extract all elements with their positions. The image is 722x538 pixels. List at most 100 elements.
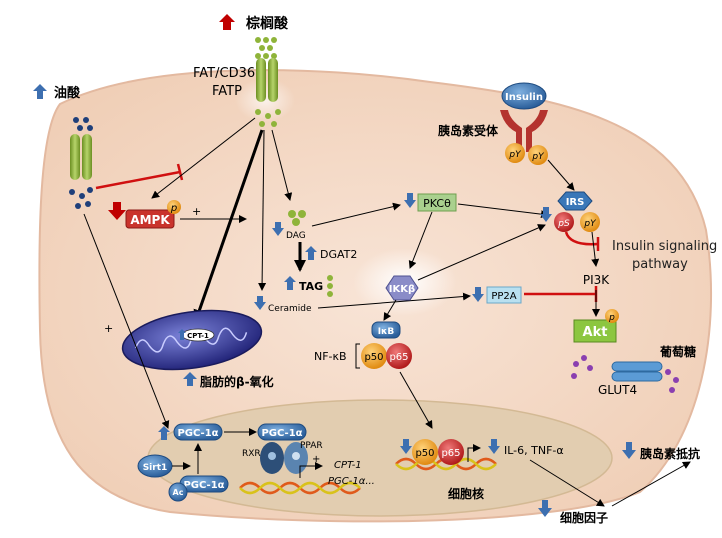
fatty-acid-dots-inside xyxy=(255,109,281,127)
dag-to-pkc xyxy=(311,202,401,227)
svg-text:pY: pY xyxy=(583,219,597,229)
tag-node: TAG xyxy=(284,275,333,297)
transcription-arrow-2 xyxy=(467,444,481,462)
beta-oxidation-label: 脂肪的β-氧化 xyxy=(199,374,274,389)
down-arrow-icon xyxy=(404,193,416,208)
svg-text:pY: pY xyxy=(531,152,545,162)
pkc-to-irs xyxy=(457,203,549,219)
irs-to-pi3k xyxy=(591,231,600,267)
ceramide-to-pp2a xyxy=(317,292,471,309)
target-gene-2: PGC-1α... xyxy=(328,476,375,487)
mitochondrion: CPT-1 xyxy=(121,309,263,371)
ampk-label: AMPK xyxy=(130,213,170,227)
receptor-py-right: pY xyxy=(528,145,548,165)
ampk-plus: + xyxy=(192,205,201,218)
receptor-py-left: pY xyxy=(505,143,525,163)
fat-cd36-label: FAT/CD36 xyxy=(193,66,255,81)
nucleus-label: 细胞核 xyxy=(448,486,484,501)
nfkb-to-nucleus xyxy=(399,371,433,429)
ppar-label: PPAR xyxy=(300,441,323,451)
ikk-to-irs xyxy=(417,224,546,281)
oleic-transporter xyxy=(70,134,92,180)
ikk-label: IKKβ xyxy=(389,284,415,295)
pgc1a-label-2: PGC-1α xyxy=(183,480,224,491)
p50-label: p50 xyxy=(364,352,383,363)
ikk-node: IKKβ xyxy=(385,275,419,301)
glucose-label: 葡萄糖 xyxy=(659,344,696,359)
transcription-arrow-1 xyxy=(299,462,323,478)
oleic-acid-text: 油酸 xyxy=(54,85,81,101)
ampk-node: AMPK p xyxy=(108,200,181,229)
il6-tnf-label: IL-6, TNF-α xyxy=(504,444,564,457)
pgc1a-label-3: PGC-1α xyxy=(261,428,302,439)
pgc1a-label-1: PGC-1α xyxy=(177,428,218,439)
fatp-label: FATP xyxy=(212,84,242,99)
pp2a-label: PP2A xyxy=(491,291,516,302)
pkc-to-ikk xyxy=(408,211,433,269)
fatty-acid-dots-top xyxy=(255,37,277,59)
down-arrow-icon xyxy=(472,287,484,302)
tag-label: TAG xyxy=(299,280,323,293)
mito-cpt1-label: CPT-1 xyxy=(187,332,209,340)
oleic-dots-inside xyxy=(69,187,93,209)
nfkb-bracket xyxy=(355,343,360,369)
insulin-receptor-label: 胰岛素受体 xyxy=(438,123,499,138)
oleic-to-pgc1a xyxy=(83,213,170,429)
pp2a-node: PP2A xyxy=(472,286,522,304)
ikb-label: IκB xyxy=(378,327,395,337)
dag-node: DAG xyxy=(272,210,306,241)
oleic-acid-label: 油酸 xyxy=(33,84,81,101)
down-arrow-icon xyxy=(540,207,552,222)
oleic-plus: + xyxy=(104,322,113,335)
sirt1-label: Sirt1 xyxy=(143,463,168,473)
up-arrow-icon xyxy=(284,276,296,290)
cytokines-to-resistance xyxy=(611,461,691,507)
down-arrow-icon xyxy=(272,222,284,236)
ikk-to-ikb xyxy=(383,299,397,321)
nucleus xyxy=(147,399,613,517)
up-arrow-icon xyxy=(178,329,186,340)
palmitic-acid-label: 棕榈酸 xyxy=(219,14,289,32)
up-arrow-icon xyxy=(183,372,197,386)
p65-label: p65 xyxy=(389,352,408,363)
nfkb-label: NF-κB xyxy=(314,350,347,363)
nuclear-p50-label: p50 xyxy=(415,448,434,459)
pi3k-label: PI3K xyxy=(583,273,610,287)
up-arrow-icon xyxy=(305,246,317,260)
fa-arrows xyxy=(151,117,293,322)
insulin-signaling-line1: Insulin signaling xyxy=(612,239,717,254)
ac-label: Ac xyxy=(173,488,184,497)
nuclear-p65-label: p65 xyxy=(441,448,460,459)
insulin-resistance-label: 胰岛素抵抗 xyxy=(640,446,700,461)
nfkb-complex: IκB p50 p65 xyxy=(361,321,412,369)
irs-label: IRS xyxy=(566,197,585,208)
insulin-signaling-line2: pathway xyxy=(632,257,688,272)
insulin-label: Insulin xyxy=(505,92,543,103)
down-arrow-icon xyxy=(108,202,126,220)
svg-text:p: p xyxy=(608,313,615,323)
svg-text:pS: pS xyxy=(557,219,570,229)
glut4-transporter xyxy=(611,361,663,382)
ceramide-label: Ceramide xyxy=(268,304,312,314)
ampk-phospho: p xyxy=(170,203,177,214)
il6-to-cytokines xyxy=(529,459,605,507)
pkc-label: PKCθ xyxy=(423,197,451,210)
akt-node: Akt p xyxy=(573,309,619,343)
irs-node: IRS pS pY xyxy=(540,191,600,232)
dna-strand-1 xyxy=(239,481,361,495)
pgc1a-ac-node: PGC-1α Ac xyxy=(168,475,229,502)
svg-text:pY: pY xyxy=(508,150,522,160)
glucose-dots xyxy=(571,355,679,393)
glut4-label: GLUT4 xyxy=(598,383,637,397)
fat-cd36-transporter xyxy=(256,58,278,102)
down-arrow-icon xyxy=(488,439,500,454)
up-arrow-icon xyxy=(158,426,170,440)
up-arrow-icon xyxy=(33,84,47,99)
oleic-dots-top xyxy=(73,117,93,131)
ppar-complex: PGC-1α xyxy=(257,423,308,474)
target-gene-1: CPT-1 xyxy=(334,460,362,471)
palmitic-acid-text: 棕榈酸 xyxy=(245,15,289,32)
nuclear-nfkb: p50 p65 xyxy=(400,439,464,465)
